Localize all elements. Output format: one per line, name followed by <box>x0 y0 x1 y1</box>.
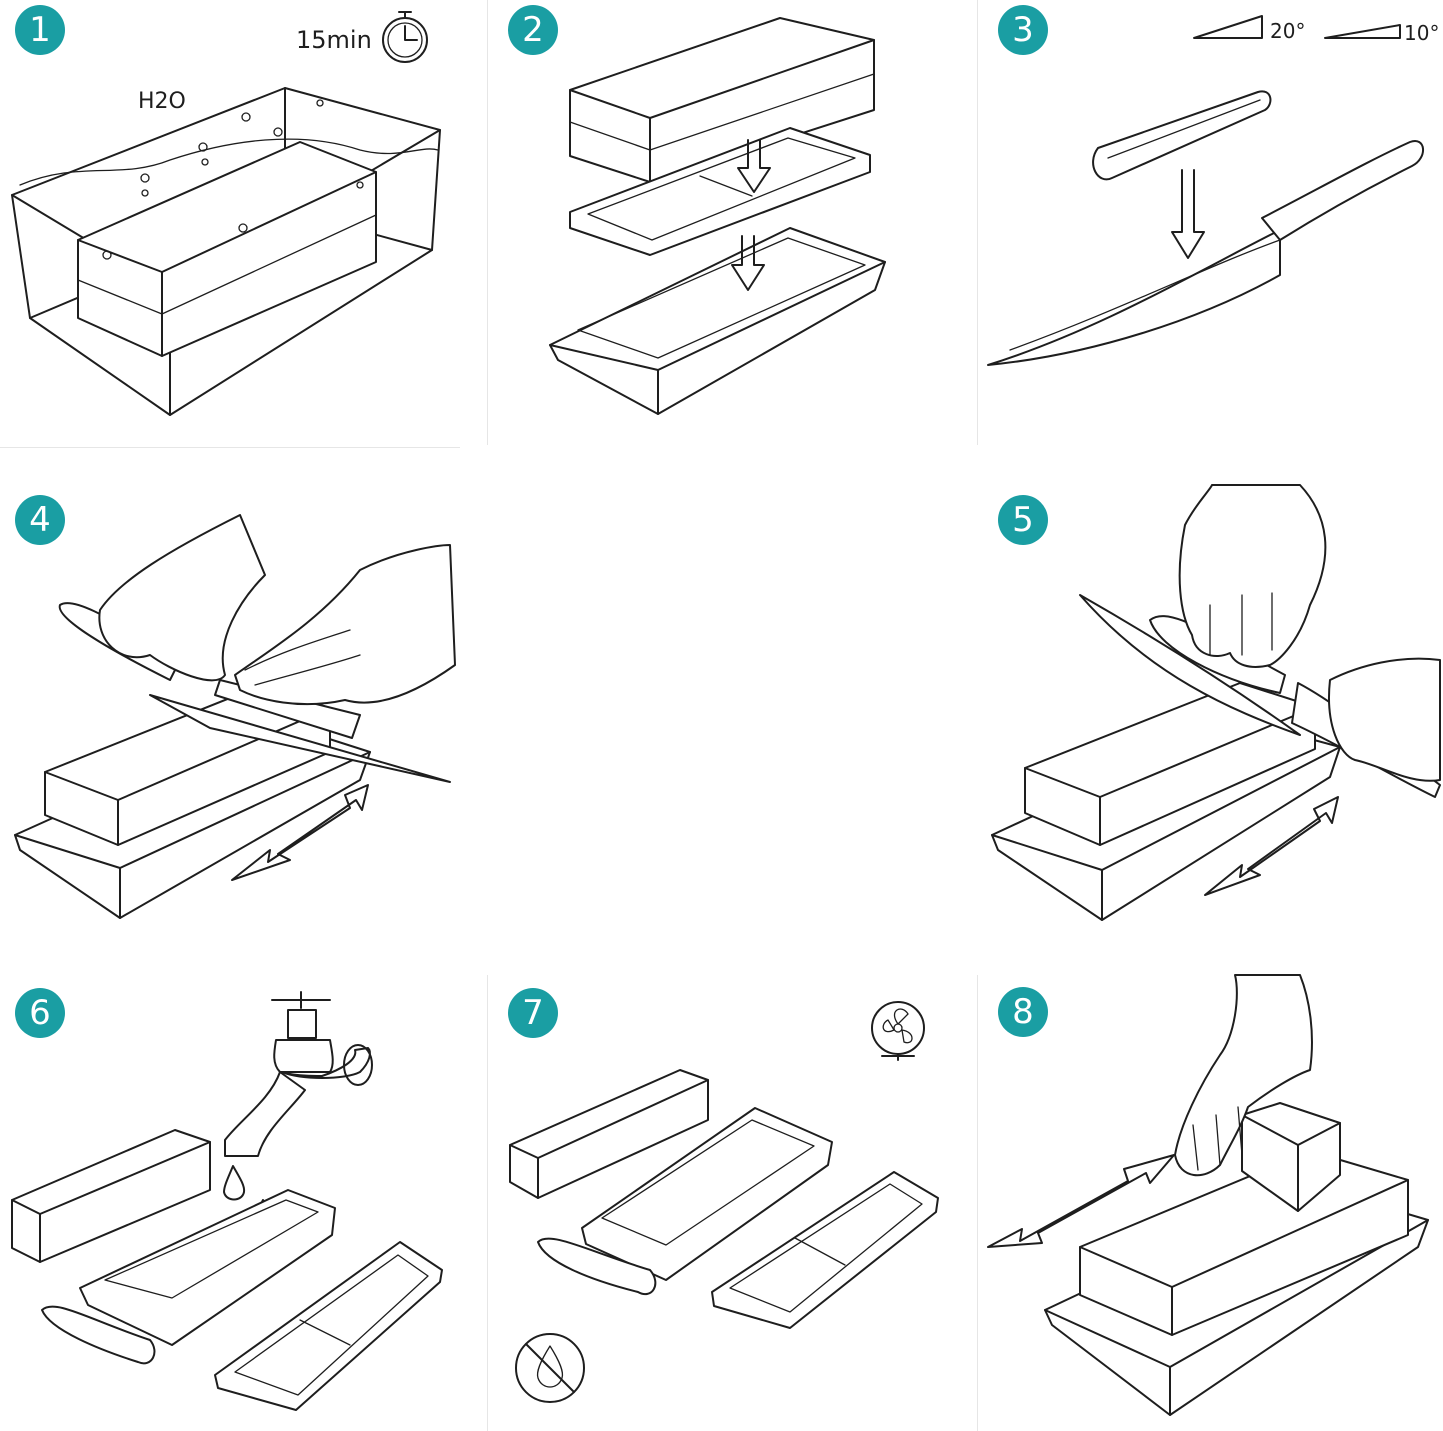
divider-vertical-right-bottom <box>977 975 978 1431</box>
angle-icon <box>1194 16 1400 38</box>
step-2-number: 2 <box>508 5 558 55</box>
stopwatch-icon <box>383 12 427 62</box>
rinse-stone-illustration <box>0 980 480 1431</box>
flatten-stone-illustration <box>980 975 1443 1431</box>
attach-angle-guide-illustration: 20° 10° <box>980 0 1439 445</box>
step-4-panel: 4 <box>0 490 480 940</box>
step-3-panel: 3 20° 10° <box>980 0 1443 445</box>
step-6-number: 6 <box>15 988 65 1038</box>
dry-stone-illustration <box>490 980 975 1431</box>
divider-vertical-right <box>977 0 978 445</box>
angle-20-label: 20° <box>1270 19 1305 43</box>
down-arrow-icon <box>732 140 770 290</box>
no-water-icon <box>516 1334 584 1402</box>
double-arrow-icon <box>232 785 368 880</box>
sharpen-knife-illustration <box>0 490 480 940</box>
step-5-number: 5 <box>998 495 1048 545</box>
water-label: H2O <box>138 89 186 114</box>
angle-10-label: 10° <box>1404 21 1439 45</box>
divider-vertical-left-bottom <box>487 975 488 1431</box>
divider-vertical-left <box>487 0 488 445</box>
step-7-panel: 7 <box>490 980 975 1431</box>
step-8-panel: 8 <box>980 975 1443 1431</box>
sharpen-other-side-illustration <box>980 485 1443 940</box>
step-6-panel: 6 <box>0 980 480 1431</box>
step-7-number: 7 <box>508 988 558 1038</box>
step-8-number: 8 <box>998 987 1048 1037</box>
soak-stone-illustration: H2O 15min <box>0 0 480 445</box>
step-5-panel: 5 <box>980 485 1443 940</box>
double-arrow-icon <box>988 1155 1174 1247</box>
divider-horizontal-top <box>0 447 460 448</box>
time-label: 15min <box>296 26 372 54</box>
step-2-panel: 2 <box>490 0 975 445</box>
step-4-number: 4 <box>15 495 65 545</box>
fan-icon <box>872 1002 924 1060</box>
step-1-panel: 1 H2O 15min <box>0 0 480 445</box>
step-1-number: 1 <box>15 5 65 55</box>
double-arrow-icon <box>1205 797 1338 895</box>
assemble-base-illustration <box>490 0 975 445</box>
step-3-number: 3 <box>998 5 1048 55</box>
faucet-icon <box>225 992 372 1156</box>
